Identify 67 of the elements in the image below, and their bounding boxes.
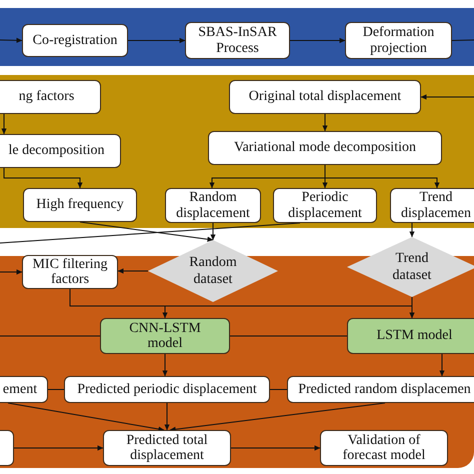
process-box [273,188,377,223]
node-label: Predicted periodic displacement [77,382,257,398]
node-label: Predicted random displacemen [298,382,471,398]
arrow [1,114,7,134]
arrow [4,168,83,188]
node-label: CNN-LSTM model [128,320,202,352]
node-label: Original total displacement [248,89,402,105]
arrow [0,269,22,275]
decision-diamond [148,240,278,302]
node-label: MIC filtering factors [31,256,109,288]
decision-diamond [347,237,474,297]
node-label: Predicted total displacement [125,432,209,464]
arrow [420,94,474,100]
process-box [287,376,474,403]
process-box [165,188,261,223]
arrow [322,114,328,132]
node-label: ng factors [18,89,74,105]
arrow [439,354,445,376]
process-box [64,376,270,403]
process-box [22,255,118,289]
node-label: Variational mode decomposition [234,140,416,156]
node-label: Random dataset [188,254,238,288]
node-label: LSTM model [376,328,452,344]
arrow [230,445,320,451]
node-label: Co-registration [32,32,118,48]
arrow [324,164,440,188]
arrow [0,38,22,43]
connector-line [48,389,64,390]
arrow [164,402,170,430]
process-box [0,80,101,114]
arrow [14,445,104,451]
process-box [208,131,442,165]
arrow [118,268,148,274]
node-label: le decomposition [8,143,105,159]
connector-line [270,389,288,390]
process-box [103,430,231,466]
arrow [290,38,346,44]
process-box [0,134,121,168]
model-box [347,318,474,354]
node-label: Deformation projection [362,25,436,56]
node-label: Random displacement [175,190,251,221]
process-box [345,22,452,59]
node-label: Periodic displacement [287,190,363,221]
process-box [229,80,421,114]
node-label: High frequency [36,197,124,213]
arrow [8,402,164,432]
node-label: SBAS-InSAR Process [197,25,278,56]
node-label: Validation of forecast model [342,432,426,464]
process-box [320,430,448,466]
node-label: ement [2,382,38,398]
arrow [162,354,168,376]
node-label: Trend dataset [392,250,432,284]
model-box [100,318,230,354]
arrow [409,222,415,238]
connector-line [452,40,474,41]
process-box [0,376,48,403]
connector-line [0,222,300,244]
arrow [80,222,214,242]
arrow [409,296,415,318]
process-box [23,188,137,222]
process-box [185,22,290,59]
process-box [22,24,128,57]
node-label: Trend displacemen [400,190,472,221]
arrow [128,38,186,44]
arrow [210,222,216,240]
arrow [170,402,386,432]
process-box [390,188,474,223]
